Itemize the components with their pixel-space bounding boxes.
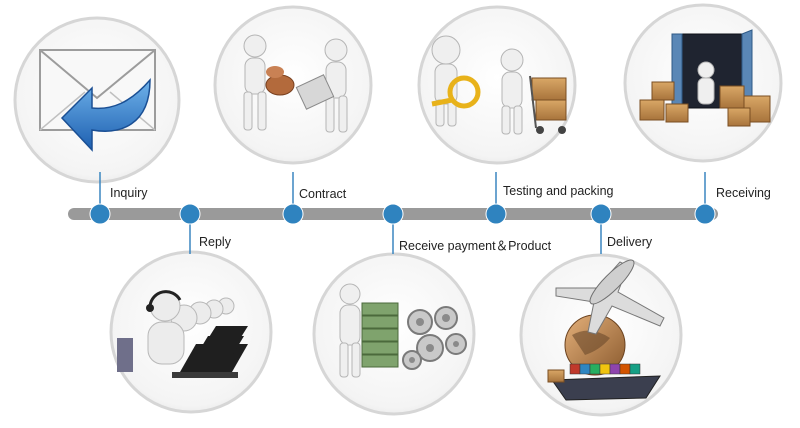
signing-contract-icon — [243, 34, 348, 133]
timeline-node-1 — [89, 203, 111, 225]
money-and-gears-icon — [339, 283, 467, 378]
step-label-receiving: Receiving — [716, 186, 771, 200]
plane-globe-ship-icon — [547, 259, 665, 401]
timeline-node-2 — [179, 203, 201, 225]
timeline-node-3 — [282, 203, 304, 225]
step-label-contract: Contract — [299, 187, 347, 201]
step-label-testing-and-packing: Testing and packing — [503, 184, 614, 198]
inquiry-circle — [13, 16, 181, 184]
step-label-reply: Reply — [199, 235, 231, 249]
step-label-delivery: Delivery — [607, 235, 653, 249]
envelope-reply-arrow-icon — [39, 49, 156, 152]
testing-packing-circle — [417, 5, 577, 165]
magnifier-inspection-cart-icon — [431, 35, 567, 135]
reply-circle — [109, 250, 273, 414]
container-boxes-icon — [639, 29, 771, 127]
contract-circle — [213, 5, 373, 165]
timeline-nodes — [89, 203, 716, 225]
timeline-node-5 — [485, 203, 507, 225]
receiving-circle — [623, 3, 783, 163]
step-label-receive-payment-product: Receive payment＆Product — [399, 239, 552, 253]
receive-payment-circle — [312, 252, 476, 416]
timeline-node-4 — [382, 203, 404, 225]
delivery-circle — [519, 253, 683, 417]
customer-service-headset-icon — [117, 290, 248, 378]
timeline-node-7 — [694, 203, 716, 225]
step-label-inquiry: Inquiry — [110, 186, 148, 200]
timeline-node-6 — [590, 203, 612, 225]
